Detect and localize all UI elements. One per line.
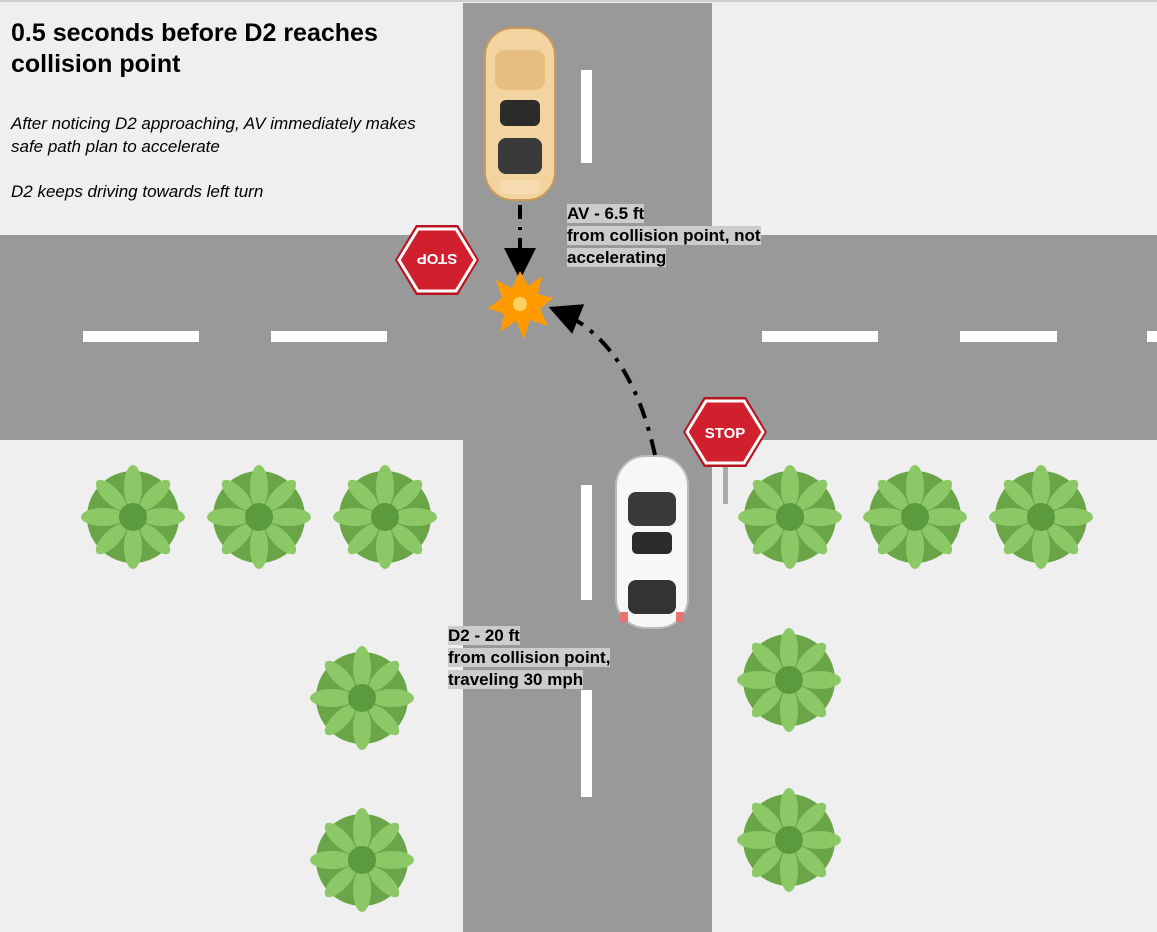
bush [989,465,1093,569]
bush [310,808,414,912]
top-border [0,0,1157,2]
bush [737,788,841,892]
d2-label-line: D2 - 20 ft [448,626,520,645]
av-label-line: AV - 6.5 ft [567,204,645,223]
d2-distance-label: D2 - 20 ft from collision point, traveli… [448,625,611,691]
bush [81,465,185,569]
av-label-line: from collision point, not [567,226,761,245]
bush [333,465,437,569]
lane-marking [581,690,592,797]
bush [207,465,311,569]
bush [863,465,967,569]
d2-path-arrow [548,304,657,456]
lane-marking [271,331,387,342]
d2-car [615,455,689,629]
stop-sign-text: STOP [705,425,746,442]
stop-sign: STOP [683,397,767,504]
stop-sign-upside-down: STOP [395,225,479,295]
av-label-line: accelerating [567,248,667,267]
description-d2: D2 keeps driving towards left turn [11,182,264,201]
av-car [484,27,556,201]
lane-marking [762,331,878,342]
lane-marking [1147,331,1157,342]
d2-label-line: from collision point, [448,648,611,667]
lane-marking [581,70,592,163]
collision-point-icon [488,271,553,339]
d2-label-line: traveling 30 mph [448,670,584,689]
bush [737,628,841,732]
description-av: After noticing D2 approaching, AV immedi… [11,114,416,156]
lane-marking [581,485,592,600]
bush [738,465,842,569]
av-distance-label: AV - 6.5 ft from collision point, not ac… [567,203,761,269]
stop-sign-text: STOP [417,250,458,267]
page-title: 0.5 seconds before D2 reaches collision … [11,19,378,78]
lane-marking [960,331,1057,342]
lane-marking [83,331,199,342]
bush [310,646,414,750]
